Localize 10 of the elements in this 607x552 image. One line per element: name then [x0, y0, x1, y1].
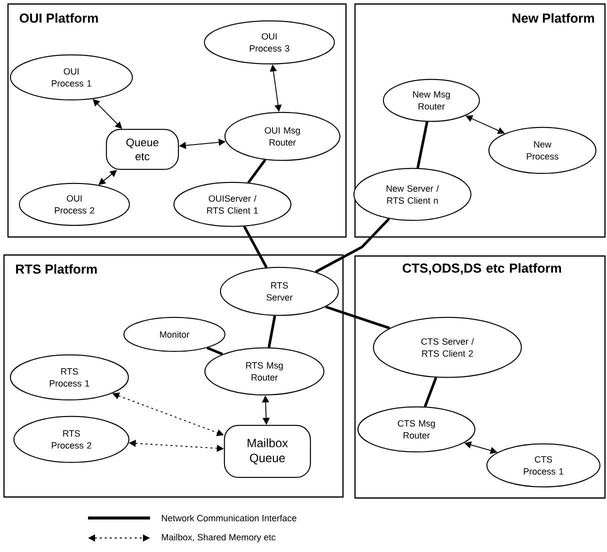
connector-line — [268, 316, 276, 348]
connector-line — [325, 306, 390, 330]
queue-box: Queue etc — [106, 128, 179, 170]
legend-text: Mailbox, Shared Memory etc — [162, 534, 276, 542]
connector-line — [247, 159, 266, 184]
legend-text: Network Communication Interface — [162, 514, 296, 522]
connector-line — [424, 377, 438, 408]
connector-line — [416, 122, 428, 168]
queue-box: Mailbox Queue — [224, 424, 311, 478]
connector-line — [206, 346, 224, 356]
